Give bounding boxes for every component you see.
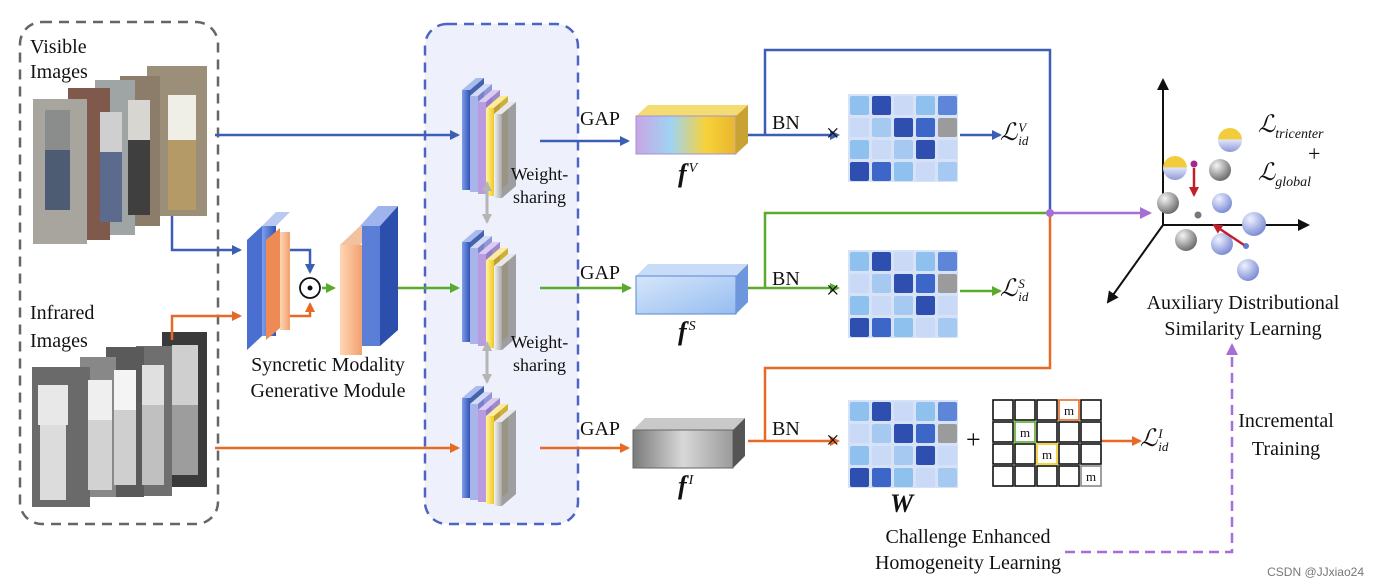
mask-cell [1036,465,1058,487]
bn-label-syncretic: BN [772,268,800,290]
mask-cell [1080,443,1102,465]
mask-cell [992,421,1014,443]
times-infrared: × [826,428,840,454]
backbone-stack [462,230,516,350]
mask-cell [1036,421,1058,443]
feature-block-syncretic [635,264,748,315]
classifier-weight-grid [848,400,958,488]
mask-cell [1036,399,1058,421]
mask-cell [1014,421,1036,443]
mask-cell [1036,443,1058,465]
backbone-stack [462,78,516,198]
mask-mark: m [1086,469,1096,484]
loss-plus: + [1308,141,1321,166]
mask-cell [1058,399,1080,421]
loss-tricenter: ℒtricenter [1258,112,1324,142]
times-syncretic: × [826,278,840,304]
mask-cell [1080,399,1102,421]
mask-mark: m [1042,447,1052,462]
w-label: W [890,489,914,518]
backbone-stacks [462,78,516,506]
mask-cell [1080,465,1102,487]
mask-cell [1014,465,1036,487]
mask-cell [992,399,1014,421]
watermark: CSDN @JJxiao24 [1267,565,1364,579]
visible-images-collage [33,66,207,244]
incremental-training-arrow [1065,343,1238,554]
plus-operator: + [966,425,981,454]
feature-block-infrared [632,418,745,469]
gap-label-syncretic: GAP [580,262,621,284]
backbone-stack [462,386,516,506]
classifier-weight-grid [848,250,958,338]
mask-cell [1014,399,1036,421]
gap-label-infrared: GAP [580,418,621,440]
mask-cell [1058,443,1080,465]
mask-cell [992,465,1014,487]
gap-label-visible: GAP [580,108,621,130]
times-visible: × [826,121,840,147]
loss-global: ℒglobal [1258,160,1312,190]
smg-module [247,206,398,355]
infrared-images-collage [32,332,207,507]
mask-cell [1080,421,1102,443]
mask-cell [1058,465,1080,487]
bn-label-visible: BN [772,112,800,134]
mask-mark: m [1020,425,1030,440]
bn-label-infrared: BN [772,418,800,440]
mask-cell [1014,443,1036,465]
classifier-grids [848,94,958,488]
mask-mark: m [1064,403,1074,418]
adsl-balls [1157,128,1266,281]
mask-cell [1058,421,1080,443]
weight-sharing-label-bottom: Weight-sharing [510,332,569,375]
feature-block-visible [635,105,748,155]
input-images-frame [18,20,220,526]
classifier-weight-grid [848,94,958,182]
weight-sharing-label-top: Weight-sharing [510,164,569,207]
mask-cell [992,443,1014,465]
